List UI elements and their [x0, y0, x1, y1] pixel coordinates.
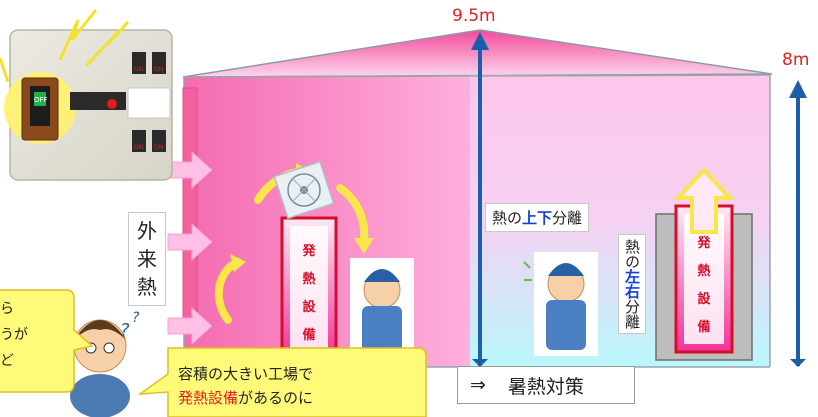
separation-vertical-suffix: 分離 [552, 209, 583, 227]
external-heat-char: 外 [137, 219, 157, 243]
equipment-left-char: 備 [302, 328, 316, 343]
speech-left-line: ど [0, 353, 14, 369]
separation-horizontal-label: 熱の左右分離 [618, 234, 646, 334]
external-heat-label: 外 来 熱 [128, 212, 166, 306]
switch-off-label: OFF [34, 96, 48, 104]
separation-vertical-emphasis: 上下 [522, 209, 553, 227]
speech-bubble-left-shape [0, 289, 94, 393]
speech-left-line: うが [0, 327, 28, 343]
peak-height-label: 9.5m [452, 6, 496, 26]
external-heat-char: 熱 [137, 275, 157, 299]
worker-left [350, 258, 414, 354]
left-wall-strip [182, 87, 198, 319]
speech-bubble-left-text: ら うが ど [0, 296, 28, 374]
countermeasure-arrow: ⇒ [470, 374, 486, 396]
eave-height-label: 8m [782, 50, 810, 70]
separation-horizontal-prefix: 熱の [623, 239, 641, 269]
countermeasure-box: ⇒ 暑熱対策 [457, 366, 635, 404]
speech-bottom-highlight: 発熱設備 [178, 389, 239, 407]
equipment-right-label: 発 熱 設 備 [684, 230, 724, 342]
external-heat-char: 来 [137, 247, 157, 271]
equipment-right-char: 設 [697, 292, 711, 307]
equipment-left-char: 熱 [302, 272, 316, 287]
fan-icon [273, 160, 335, 220]
switch-on-label-3: ON [134, 144, 144, 151]
equipment-left-label: 発 熱 設 備 [290, 238, 328, 350]
worker-right [523, 252, 598, 356]
speech-bubble-bottom-text: 容積の大きい工場で 発熱設備があるのに [178, 362, 313, 410]
separation-vertical-label: 熱の上下分離 [485, 203, 590, 232]
switch-on-label-2: ON [154, 66, 164, 73]
equipment-left-char: 設 [302, 300, 316, 315]
switch-on-label-4: ON [154, 144, 164, 151]
speech-left-line: ら [0, 301, 14, 317]
speech-bottom-line2: があるのに [238, 389, 314, 407]
countermeasure-label: 暑熱対策 [507, 375, 584, 398]
heat-inflow-arrows [167, 150, 213, 346]
separation-horizontal-suffix: 分離 [623, 299, 641, 329]
speech-bubble-bottom-shape [137, 347, 427, 417]
speech-bottom-line1: 容積の大きい工場で [178, 365, 314, 383]
equipment-right-char: 熱 [697, 264, 711, 279]
equipment-right-char: 備 [697, 320, 711, 335]
separation-vertical-prefix: 熱の [492, 209, 523, 227]
svg-text:?: ? [132, 310, 140, 326]
equipment-right-char: 発 [697, 236, 711, 251]
separation-horizontal-emphasis: 左右 [623, 269, 641, 299]
switch-on-label-1: ON [134, 66, 144, 73]
breaker-panel [0, 9, 173, 181]
question-marks-icon: ? [120, 320, 130, 341]
thinking-person [70, 319, 130, 417]
rising-heat-arrow [673, 167, 735, 234]
equipment-left-char: 発 [302, 244, 316, 259]
